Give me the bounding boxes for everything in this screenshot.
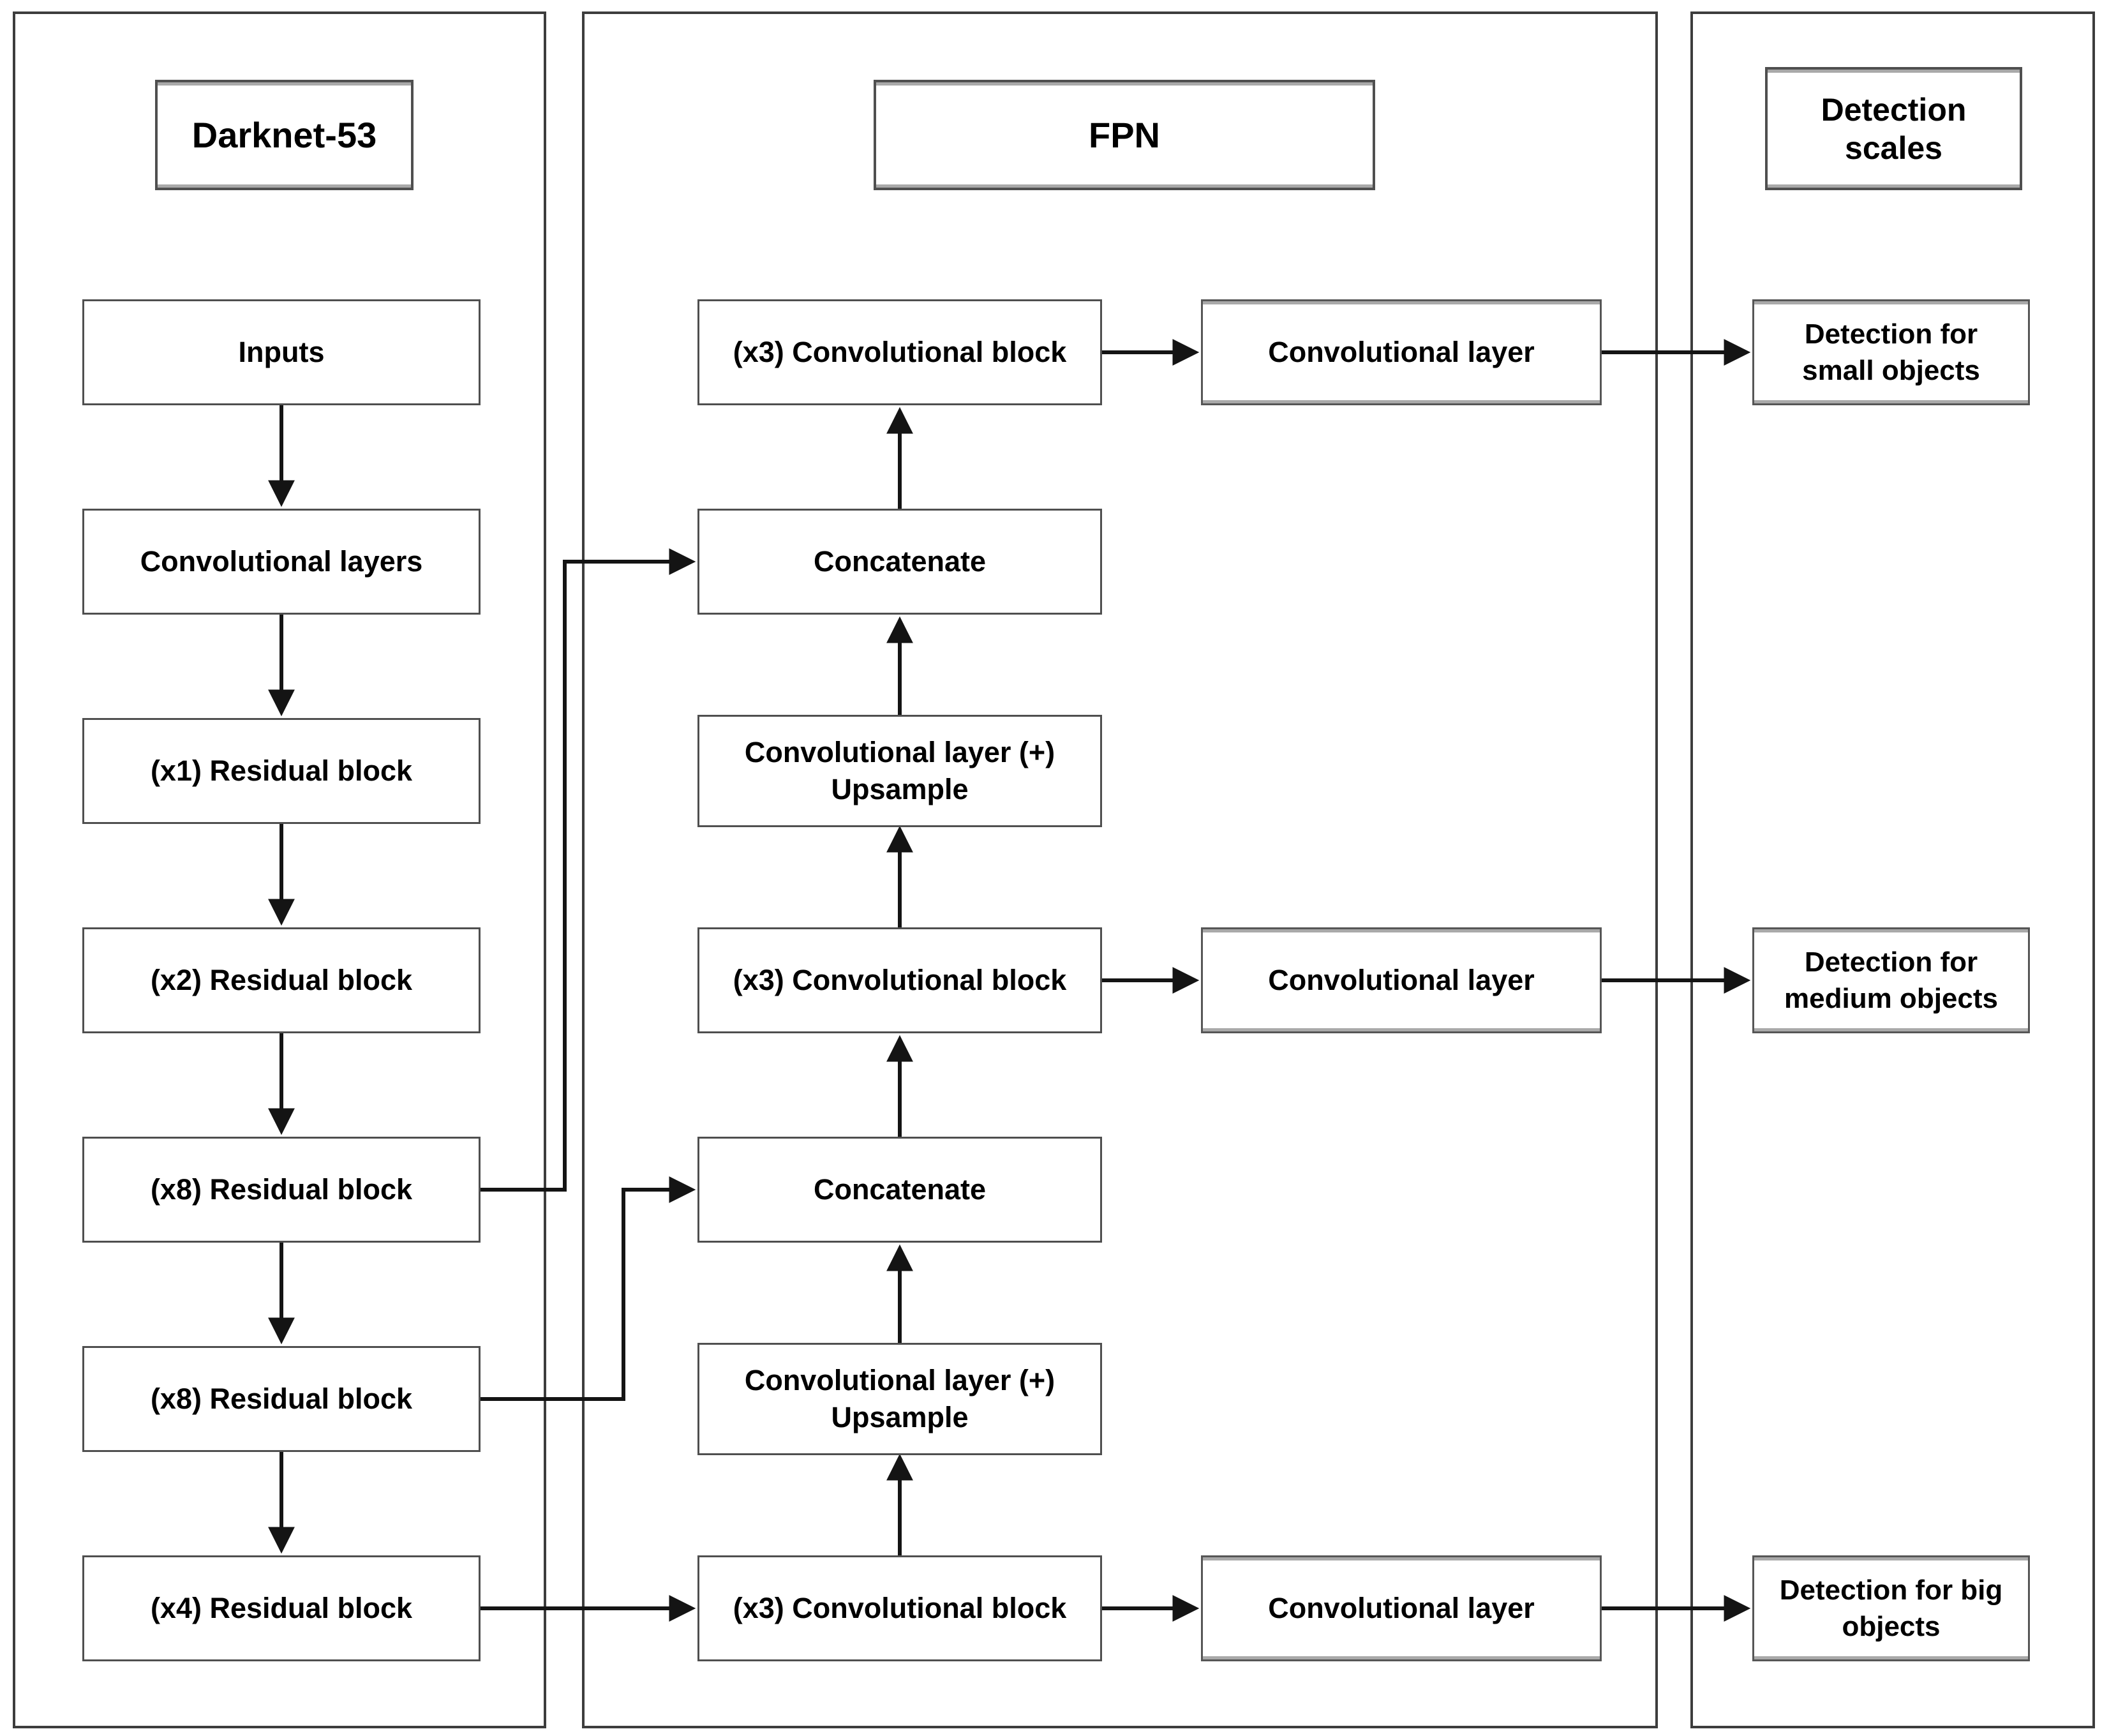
node-detection-small-objects: Detection for small objects: [1752, 299, 2030, 405]
node-x1-residual-block: (x1) Residual block: [82, 718, 481, 824]
node-convolutional-layers: Convolutional layers: [82, 509, 481, 615]
node-convolutional-layer-1: Convolutional layer: [1201, 299, 1602, 405]
node-concatenate-2: Concatenate: [697, 1137, 1102, 1243]
node-x2-residual-block: (x2) Residual block: [82, 927, 481, 1033]
detection-scales-panel: [1690, 11, 2095, 1728]
node-convolutional-block-2: (x3) Convolutional block: [697, 927, 1102, 1033]
node-conv-layer-upsample-1: Convolutional layer (+) Upsample: [697, 715, 1102, 827]
node-convolutional-block-1: (x3) Convolutional block: [697, 299, 1102, 405]
node-convolutional-block-3: (x3) Convolutional block: [697, 1555, 1102, 1661]
fpn-title: FPN: [874, 80, 1375, 190]
node-conv-layer-upsample-2: Convolutional layer (+) Upsample: [697, 1343, 1102, 1455]
detection-scales-title: Detection scales: [1765, 67, 2022, 190]
node-x8-residual-block-2: (x8) Residual block: [82, 1346, 481, 1452]
node-convolutional-layer-2: Convolutional layer: [1201, 927, 1602, 1033]
node-detection-medium-objects: Detection for medium objects: [1752, 927, 2030, 1033]
darknet-panel: [13, 11, 546, 1728]
node-x8-residual-block-1: (x8) Residual block: [82, 1137, 481, 1243]
node-detection-big-objects: Detection for big objects: [1752, 1555, 2030, 1661]
node-x4-residual-block: (x4) Residual block: [82, 1555, 481, 1661]
node-convolutional-layer-3: Convolutional layer: [1201, 1555, 1602, 1661]
fpn-panel: [582, 11, 1658, 1728]
node-concatenate-1: Concatenate: [697, 509, 1102, 615]
node-inputs: Inputs: [82, 299, 481, 405]
darknet-title: Darknet-53: [155, 80, 414, 190]
